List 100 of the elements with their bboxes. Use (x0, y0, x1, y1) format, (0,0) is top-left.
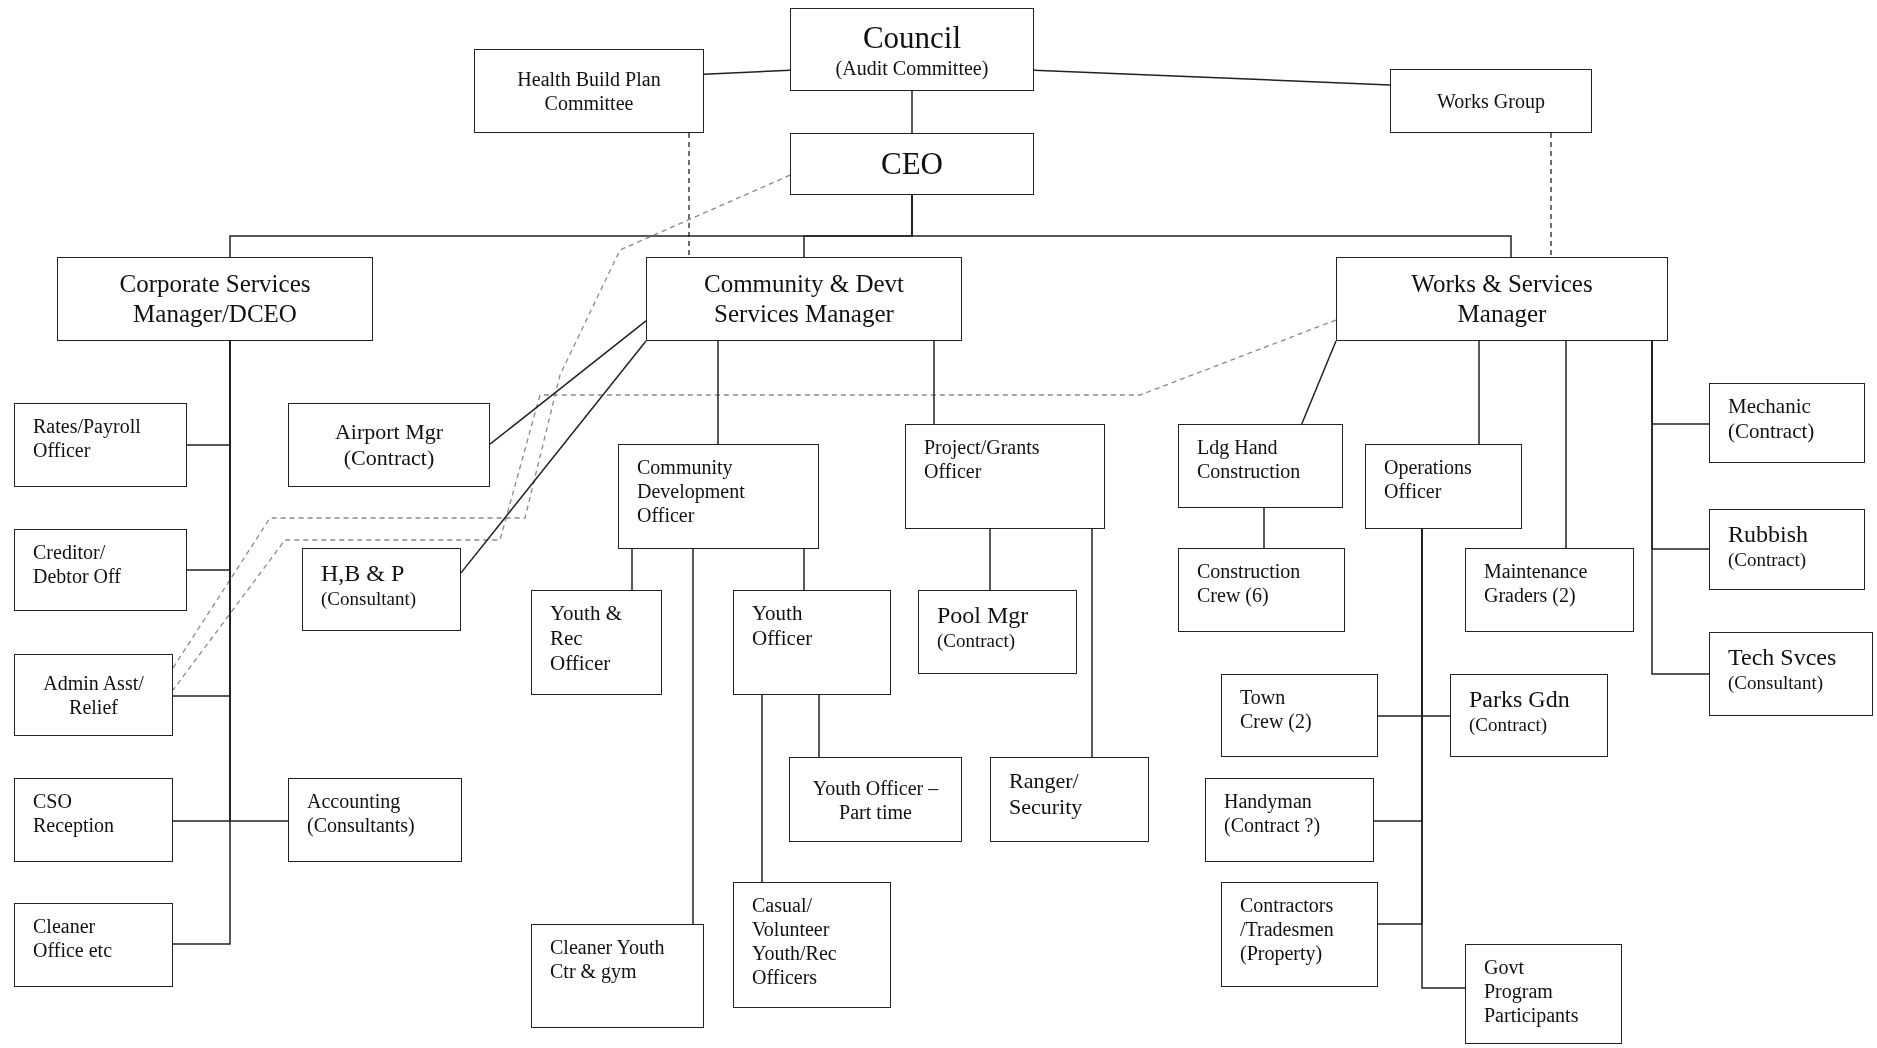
connector-line (1651, 340, 1710, 675)
org-box (618, 444, 819, 549)
role-title: Airport Mgr (334, 418, 444, 445)
role-title: Youth Officer (752, 601, 814, 652)
org-box (1709, 383, 1865, 463)
role-title: H,B & P (321, 559, 405, 588)
org-box (1205, 778, 1374, 862)
role-title: Council (862, 18, 962, 57)
role-title: Ldg Hand Construction (1197, 435, 1302, 483)
connector-line (1301, 340, 1337, 425)
connector-line (818, 694, 820, 758)
org-box (1221, 674, 1378, 757)
role-title: Project/Grants Officer (924, 435, 1041, 483)
role-title: Health Build Plan Committee (516, 67, 662, 115)
org-box (57, 257, 373, 341)
org-box (1221, 882, 1378, 987)
connector-line (1478, 340, 1480, 445)
role-title: Handyman (Contract ?) (1224, 789, 1322, 837)
org-box (1336, 257, 1668, 341)
org-box (1365, 444, 1522, 529)
org-box (474, 49, 704, 133)
role-title: Cleaner Youth Ctr & gym (550, 935, 666, 983)
org-box (789, 757, 962, 842)
role-title: Casual/ Volunteer Youth/Rec Officers (752, 893, 838, 989)
org-box (1709, 632, 1873, 716)
connector-line (703, 69, 791, 75)
connector-line (460, 340, 647, 574)
role-title: Maintenance Graders (2) (1484, 559, 1589, 607)
connector-line (1091, 528, 1093, 758)
connector-line (989, 528, 991, 591)
org-box (14, 903, 173, 987)
connector-line (1565, 340, 1567, 549)
role-note: (Consultant) (1728, 671, 1823, 695)
role-title: Town Crew (2) (1240, 685, 1313, 733)
dashed-connector (1550, 132, 1552, 258)
role-title: Community & Devt Services Manager (703, 269, 905, 329)
role-title: Youth & Rec Officer (550, 601, 623, 677)
connector-line (803, 548, 805, 591)
role-title: Pool Mgr (937, 601, 1029, 630)
org-box (14, 778, 173, 862)
org-box (1390, 69, 1592, 133)
role-title: Creditor/ Debtor Off (33, 540, 122, 588)
org-box (990, 757, 1149, 842)
org-box (1450, 674, 1608, 757)
role-title: Ranger/ Security (1009, 768, 1084, 821)
role-title: Rates/Payroll Officer (33, 414, 142, 462)
connector-line (761, 694, 763, 883)
org-box (531, 590, 662, 695)
connector-line (692, 548, 694, 925)
dashed-connector (688, 132, 690, 258)
org-box (1178, 424, 1343, 508)
org-box (14, 403, 187, 487)
connector-line (489, 320, 647, 445)
org-box (288, 778, 462, 862)
role-title: Works Group (1437, 89, 1545, 113)
connector-line (1263, 507, 1265, 549)
org-box (646, 257, 962, 341)
org-box (14, 529, 187, 611)
role-title: Works & Services Manager (1410, 269, 1594, 329)
role-title: Contractors /Tradesmen (Property) (1240, 893, 1335, 965)
org-box (918, 590, 1077, 674)
role-title: Rubbish (1728, 520, 1808, 549)
org-box (531, 924, 704, 1028)
org-box (790, 133, 1034, 195)
connector-line (911, 90, 913, 134)
org-box (14, 654, 173, 736)
role-note: (Contract) (343, 445, 435, 472)
role-title: Cleaner Office etc (33, 914, 114, 962)
role-title: Operations Officer (1384, 455, 1473, 503)
role-title: Community Development Officer (637, 455, 746, 527)
connector-line (631, 548, 633, 591)
role-title: Parks Gdn (1469, 685, 1570, 714)
org-box (905, 424, 1105, 529)
org-box (1465, 944, 1622, 1044)
role-title: CEO (881, 145, 943, 183)
role-title: Youth Officer – Part time (811, 775, 940, 824)
org-box (302, 548, 461, 631)
role-title: Admin Asst/ Relief (42, 671, 145, 719)
org-box (1465, 548, 1634, 632)
org-box (733, 882, 891, 1008)
connector-line (1033, 69, 1391, 86)
role-title: Corporate Services Manager/DCEO (118, 269, 312, 329)
role-title: Construction Crew (6) (1197, 559, 1302, 607)
role-title: CSO Reception (33, 789, 116, 837)
role-title: Accounting (Consultants) (307, 789, 416, 837)
role-note: (Audit Committee) (835, 56, 989, 81)
org-box (288, 403, 490, 487)
role-title: Govt Program Participants (1484, 955, 1580, 1027)
dashed-connector (172, 319, 1337, 691)
role-note: (Contract) (1469, 713, 1548, 737)
role-note: (Consultant) (321, 587, 416, 611)
role-note: (Contract) (937, 629, 1016, 653)
org-box (790, 8, 1034, 91)
org-box (733, 590, 891, 695)
dashed-connector (172, 174, 791, 669)
connector-line (933, 340, 935, 425)
role-note: (Contract) (1728, 548, 1807, 572)
connector-line (717, 340, 719, 445)
role-title: Mechanic (Contract) (1728, 394, 1816, 445)
org-box (1709, 509, 1865, 590)
